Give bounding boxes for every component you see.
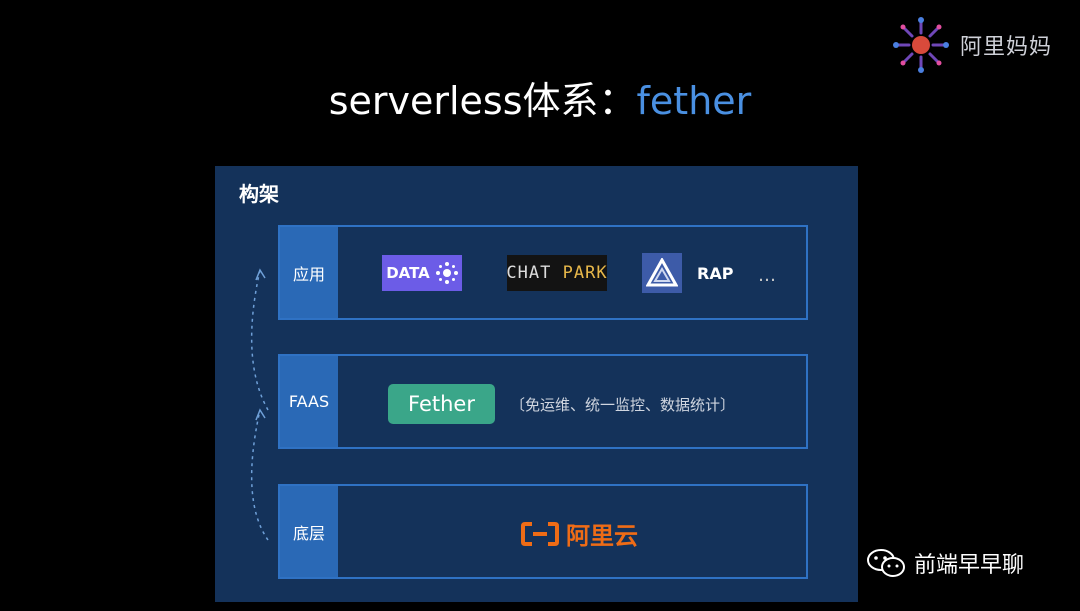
arrow-head-app	[255, 268, 266, 281]
aliyun-bracket-icon	[521, 521, 559, 546]
architecture-panel: 构架 应用 DATA CHAT PARK	[215, 166, 858, 602]
arrow-faas-to-app	[250, 269, 269, 411]
chatpark-chat: CHAT	[506, 263, 552, 283]
row-body-infrastructure: 阿里云	[340, 486, 806, 577]
title-accent: fether	[636, 79, 752, 123]
arrow-bottom-to-faas	[250, 409, 269, 541]
page-title: serverless体系：fether	[0, 70, 1080, 125]
more-apps-ellipsis: …	[758, 265, 779, 286]
rap-label: RAP	[697, 264, 734, 283]
alimama-burst-icon	[893, 17, 949, 73]
row-label-faas: FAAS	[280, 356, 338, 447]
rap-logo[interactable]	[642, 253, 682, 293]
chatpark-park: PARK	[562, 263, 608, 283]
row-infrastructure: 底层 阿里云	[278, 484, 808, 579]
row-label-infrastructure: 底层	[280, 486, 338, 577]
fether-button[interactable]: Fether	[388, 384, 495, 424]
row-body-faas: Fether 〔免运维、统一监控、数据统计〕	[340, 356, 806, 447]
row-label-application: 应用	[280, 227, 338, 318]
row-application: 应用 DATA CHAT PARK	[278, 225, 808, 320]
data-logo-text: DATA	[386, 264, 430, 282]
upward-arrows	[250, 268, 269, 541]
row-faas: FAAS Fether 〔免运维、统一监控、数据统计〕	[278, 354, 808, 449]
panel-heading: 构架	[239, 182, 279, 206]
brand: 阿里妈妈	[892, 16, 1052, 74]
data-dots-icon	[435, 262, 458, 284]
chatpark-logo[interactable]: CHAT PARK	[506, 255, 608, 291]
row-body-application: DATA CHAT PARK RAP …	[340, 227, 806, 318]
rap-triangle-icon	[646, 258, 678, 287]
data-logo[interactable]: DATA	[382, 255, 462, 291]
arrow-head-faas	[255, 408, 266, 421]
wechat-icon	[867, 549, 905, 577]
aliyun-text: 阿里云	[566, 522, 638, 550]
fether-description: 〔免运维、统一监控、数据统计〕	[510, 396, 736, 414]
aliyun-logo[interactable]: 阿里云	[520, 516, 638, 551]
brand-name: 阿里妈妈	[960, 35, 1053, 60]
footer-watermark: 前端早早聊	[866, 547, 1024, 579]
title-prefix: serverless体系：	[328, 79, 637, 123]
footer-text: 前端早早聊	[914, 553, 1025, 578]
